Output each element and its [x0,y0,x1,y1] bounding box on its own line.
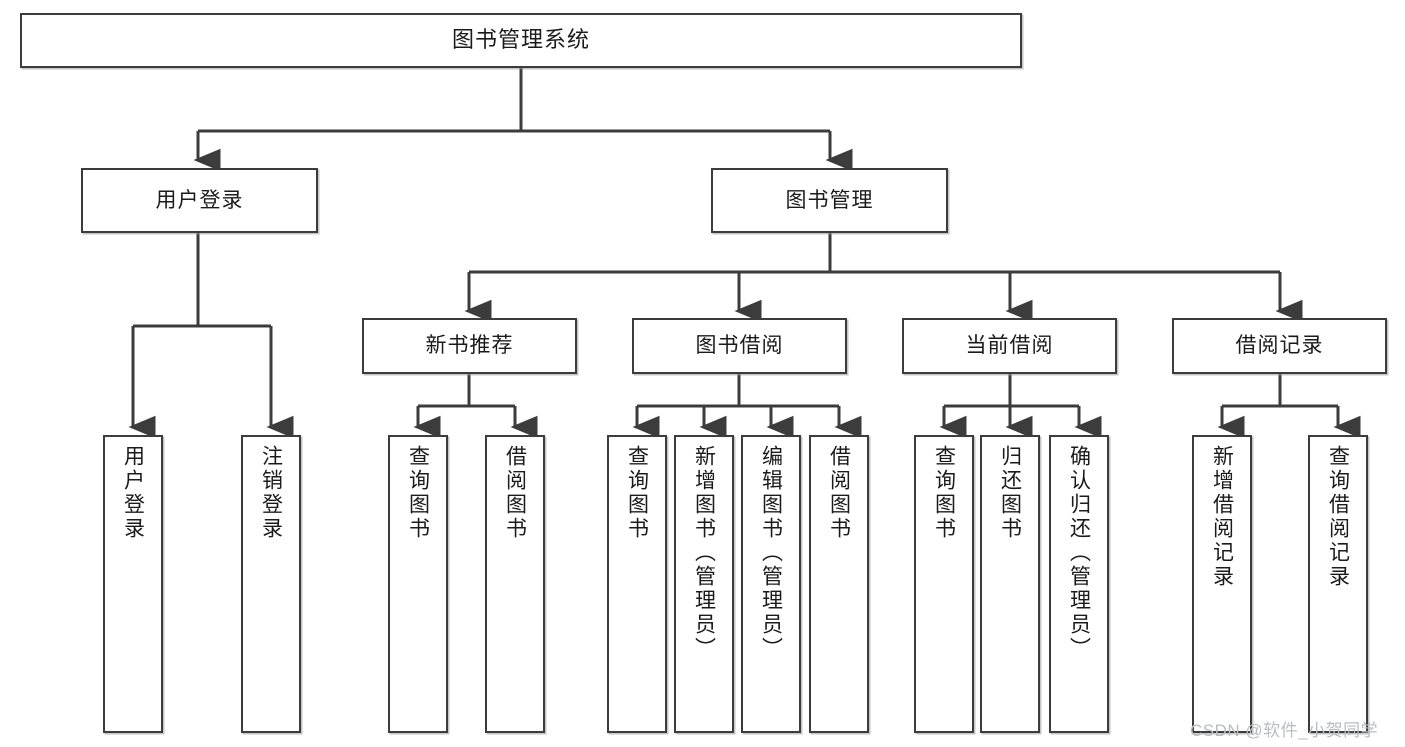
leaf-node-borrow-book-recommend-label: 借阅图书 [503,445,527,541]
leaf-node-query-borrow-record-label: 查询借阅记录 [1326,445,1350,589]
leaf-node-logout[interactable]: 注销登录 [241,435,301,733]
leaf-node-borrow-book[interactable]: 借阅图书 [809,435,869,733]
node-book-borrow-label: 图书借阅 [695,334,784,358]
leaf-node-edit-book-admin-label: 编辑图书（管理员） [759,445,783,661]
leaf-node-return-book[interactable]: 归还图书 [980,435,1040,733]
leaf-node-query-book-current[interactable]: 查询图书 [914,435,974,733]
node-borrow-records[interactable]: 借阅记录 [1172,318,1387,374]
leaf-node-confirm-return-admin[interactable]: 确认归还（管理员） [1049,435,1109,733]
node-current-borrow[interactable]: 当前借阅 [902,318,1117,374]
node-current-borrow-label: 当前借阅 [965,334,1054,358]
leaf-node-add-book-admin[interactable]: 新增图书（管理员） [674,435,734,733]
node-book-management[interactable]: 图书管理 [711,168,948,233]
node-book-management-label: 图书管理 [785,188,874,212]
leaf-node-query-book-recommend[interactable]: 查询图书 [388,435,448,733]
leaf-node-add-borrow-record-label: 新增借阅记录 [1210,445,1234,589]
leaf-node-add-book-admin-label: 新增图书（管理员） [692,445,716,661]
leaf-node-query-borrow-record[interactable]: 查询借阅记录 [1308,435,1368,733]
leaf-node-logout-label: 注销登录 [259,445,283,541]
leaf-node-confirm-return-admin-label: 确认归还（管理员） [1067,445,1091,661]
leaf-node-add-borrow-record[interactable]: 新增借阅记录 [1192,435,1252,733]
leaf-node-user-login[interactable]: 用户登录 [103,435,163,733]
leaf-node-query-book-borrow-label: 查询图书 [625,445,649,541]
node-root[interactable]: 图书管理系统 [20,13,1022,68]
csdn-watermark: CSDN @软件_小贺同学 [1190,721,1379,740]
leaf-node-edit-book-admin[interactable]: 编辑图书（管理员） [741,435,801,733]
leaf-node-borrow-book-recommend[interactable]: 借阅图书 [485,435,545,733]
leaf-node-query-book-current-label: 查询图书 [932,445,956,541]
node-new-book-recommend[interactable]: 新书推荐 [362,318,577,374]
leaf-node-query-book-borrow[interactable]: 查询图书 [607,435,667,733]
leaf-node-borrow-book-label: 借阅图书 [827,445,851,541]
node-new-book-recommend-label: 新书推荐 [425,334,514,358]
leaf-node-user-login-label: 用户登录 [121,445,145,541]
node-root-label: 图书管理系统 [451,27,590,53]
node-borrow-records-label: 借阅记录 [1235,334,1324,358]
leaf-node-query-book-recommend-label: 查询图书 [406,445,430,541]
leaf-node-return-book-label: 归还图书 [998,445,1022,541]
node-user-login[interactable]: 用户登录 [81,168,318,233]
node-book-borrow[interactable]: 图书借阅 [632,318,847,374]
node-user-login-label: 用户登录 [155,188,244,212]
